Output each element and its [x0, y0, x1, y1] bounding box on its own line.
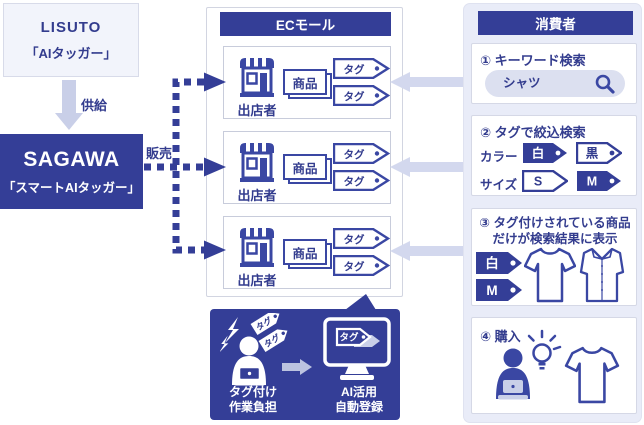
step3-title-line2: だけが検索結果に表示 — [492, 232, 618, 246]
seller-box-2: 出店者 商品 タグ タグ — [223, 131, 391, 204]
tag-label: 白 — [532, 146, 545, 161]
step3-title: ③ タグ付けされている商品 だけが検索結果に表示 — [472, 215, 638, 247]
burden-right-line1: AI活用 — [340, 385, 377, 399]
product-box: 商品 — [283, 239, 332, 269]
tagging-burden-box: タグ タグ タグ付け 作業負担 タグ — [210, 309, 400, 420]
tag-label: タグ — [344, 90, 365, 103]
dress-shirt-icon — [579, 247, 625, 303]
tag-filter-white: 白 — [523, 143, 567, 163]
seller-label: 出店者 — [237, 188, 277, 203]
tag-icon: タグ — [333, 170, 390, 191]
person-laptop-icon — [496, 348, 530, 400]
storefront-icon — [240, 228, 274, 267]
step3-box: ③ タグ付けされている商品 だけが検索結果に表示 白 M — [471, 208, 637, 306]
lightning-icon — [225, 317, 239, 343]
step2-box: ② タグで絞込検索 カラー 白 黒 サイズ S M — [471, 115, 637, 196]
burden-left-line2: 作業負担 — [228, 400, 277, 414]
product-box: 商品 — [283, 69, 332, 99]
tag-label: タグ — [340, 332, 360, 344]
tag-filter-black: 黒 — [576, 142, 622, 164]
step1-box: ① キーワード検索 シャツ — [471, 43, 637, 104]
step1-title: ① キーワード検索 — [480, 53, 586, 68]
storefront-icon — [240, 143, 274, 182]
search-icon — [595, 74, 615, 94]
tshirt-icon — [564, 346, 620, 404]
tag-label: タグ — [344, 175, 365, 188]
step3-title-line1: ③ タグ付けされている商品 — [479, 216, 631, 230]
sagawa-product: 「スマートAIタッガー」 — [2, 180, 141, 195]
burden-right-line2: 自動登録 — [334, 400, 383, 414]
ec-mall-header: ECモール — [220, 12, 391, 36]
person-laptop-icon: タグ タグ — [220, 313, 288, 386]
tag-label: M — [486, 283, 497, 298]
sagawa-name: SAGAWA — [23, 147, 120, 171]
supply-arrow-icon — [55, 80, 83, 130]
tag-icon — [335, 327, 372, 347]
size-row-label: サイズ — [480, 178, 518, 192]
tag-label: 黒 — [586, 147, 599, 161]
lightning-icon — [220, 335, 229, 352]
lightbulb-icon — [527, 329, 562, 370]
transform-arrow-icon — [282, 359, 312, 375]
tshirt-icon — [524, 247, 576, 303]
burden-right-label: AI活用 自動登録 — [314, 385, 404, 415]
product-label: 商品 — [283, 239, 327, 265]
supply-label: 供給 — [81, 98, 108, 113]
monitor-icon: タグ — [323, 317, 391, 380]
tag-label: タグ — [344, 148, 365, 161]
tag-icon: タグ — [333, 228, 390, 249]
tag-icon: タグ — [333, 255, 390, 276]
tag-result-white: 白 — [476, 252, 522, 274]
tag-filter-m: M — [577, 171, 621, 191]
tag-label: タグ — [344, 260, 365, 273]
tag-filter-s: S — [522, 170, 568, 192]
product-label: 商品 — [283, 154, 327, 180]
ec-mall-box: ECモール 出店者 商品 タグ — [206, 7, 403, 297]
tag-label: M — [587, 175, 597, 189]
burden-left-label: タグ付け 作業負担 — [210, 385, 296, 415]
seller-box-1: 出店者 商品 タグ タグ — [223, 46, 391, 119]
lisuto-name: LISUTO — [40, 18, 102, 36]
step2-title: ② タグで絞込検索 — [480, 125, 586, 140]
consumer-panel: 消費者 ① キーワード検索 シャツ ② タグで絞込検索 カラー 白 — [463, 3, 642, 423]
tag-icon: タグ — [333, 85, 390, 106]
tag-result-m: M — [476, 279, 522, 301]
color-row-label: カラー — [480, 150, 518, 164]
search-input: シャツ — [485, 70, 625, 97]
tag-label: S — [534, 175, 542, 189]
tag-icon: タグ — [333, 58, 390, 79]
seller-label: 出店者 — [237, 103, 277, 118]
storefront-icon — [240, 58, 274, 97]
step4-box: ④ 購入 — [471, 317, 637, 414]
sagawa-box: SAGAWA 「スマートAIタッガー」 — [0, 134, 143, 209]
search-value: シャツ — [503, 76, 541, 90]
product-label: 商品 — [283, 69, 327, 95]
burden-left-line1: タグ付け — [228, 385, 277, 399]
product-box: 商品 — [283, 154, 332, 184]
seller-box-3: 出店者 商品 タグ タグ — [223, 216, 391, 289]
step4-title: ④ 購入 — [480, 329, 521, 344]
consumer-header: 消費者 — [478, 11, 633, 35]
sell-dashed-lines — [144, 78, 204, 254]
tag-label: タグ — [344, 63, 365, 76]
tag-icon: タグ — [333, 143, 390, 164]
lisuto-product: 「AIタッガー」 — [25, 45, 117, 61]
tag-label: 白 — [485, 255, 499, 271]
tag-label: タグ — [344, 233, 365, 246]
lisuto-box: LISUTO 「AIタッガー」 — [3, 3, 139, 77]
sell-label: 販売 — [146, 146, 173, 161]
seller-label: 出店者 — [237, 273, 277, 288]
